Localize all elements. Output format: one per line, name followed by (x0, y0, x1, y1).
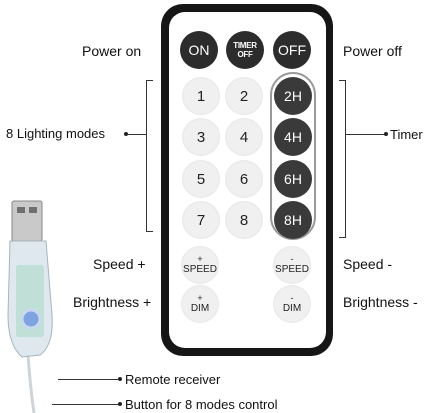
mode-3-button[interactable]: 3 (182, 118, 220, 156)
usb-plug-icon (11, 200, 43, 242)
power-on-label: Power on (82, 43, 142, 59)
lighting-modes-bracket (146, 80, 153, 232)
timer-4h-button[interactable]: 4H (274, 118, 312, 156)
button-leader (52, 404, 120, 405)
lighting-modes-label: 8 Lighting modes (6, 126, 106, 141)
lighting-modes-dot (124, 132, 128, 136)
lighting-modes-leader (126, 134, 146, 135)
remote-receiver-label: Remote receiver (125, 372, 221, 387)
timer-leader (346, 134, 386, 135)
mode-6-button[interactable]: 6 (225, 160, 263, 198)
mode-8-button[interactable]: 8 (225, 201, 263, 239)
modes-button-icon (20, 308, 42, 330)
receiver-leader (58, 379, 120, 380)
timer-8h-button[interactable]: 8H (274, 201, 312, 239)
on-button[interactable]: ON (180, 31, 218, 69)
mode-7-button[interactable]: 7 (182, 201, 220, 239)
mode-5-button[interactable]: 5 (182, 160, 220, 198)
dim-down-button[interactable]: -DIM (273, 285, 311, 323)
off-button[interactable]: OFF (273, 31, 311, 69)
timer-2h-button[interactable]: 2H (274, 77, 312, 115)
timer-label: Timer (390, 127, 423, 142)
timer-bracket (339, 80, 346, 238)
timer-off-button[interactable]: TIMER OFF (226, 31, 264, 69)
power-off-label: Power off (343, 43, 402, 59)
speed-up-button[interactable]: +SPEED (181, 246, 219, 284)
timer-dot (384, 132, 388, 136)
speed-plus-label: Speed + (93, 256, 146, 272)
speed-down-button[interactable]: -SPEED (273, 246, 311, 284)
modes-button-label: Button for 8 modes control (125, 397, 278, 412)
receiver-dot (118, 377, 122, 381)
mode-2-button[interactable]: 2 (225, 77, 263, 115)
mode-1-button[interactable]: 1 (182, 77, 220, 115)
brightness-plus-label: Brightness + (73, 294, 152, 310)
speed-minus-label: Speed - (343, 256, 393, 272)
timer-group-frame (270, 72, 316, 240)
usb-receiver-illustration (7, 200, 53, 413)
dim-up-button[interactable]: +DIM (181, 285, 219, 323)
brightness-minus-label: Brightness - (343, 294, 418, 310)
button-dot (118, 402, 122, 406)
usb-cable (26, 354, 36, 413)
timer-6h-button[interactable]: 6H (274, 160, 312, 198)
mode-4-button[interactable]: 4 (225, 118, 263, 156)
